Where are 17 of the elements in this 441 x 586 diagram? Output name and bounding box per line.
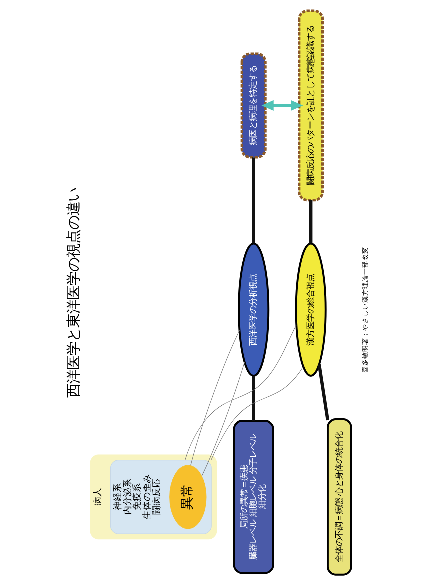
connector [308, 200, 312, 244]
node-box: 全体の不調＝病態 心と身体の統合化 [326, 418, 352, 576]
connector [201, 362, 245, 476]
connector [252, 376, 255, 421]
node-ellipse: 漢方医学の総合視点 [294, 242, 326, 377]
diagram-title: 西洋医学と東洋医学の視点の違い [66, 188, 82, 398]
node-ellipse: 西洋医学の分析視点 [238, 242, 270, 377]
arrow [261, 100, 303, 112]
node-box: 闘病反応のパターンを証として病態認識する [298, 10, 324, 202]
connector [184, 324, 296, 461]
node-box: 局所の異常＝疾患 臓器レベル 細胞レベル 分子レベル 細分化 [232, 420, 274, 574]
connector [190, 330, 240, 466]
node-box: 病因と病理を特定する [240, 52, 266, 159]
node-ellipse: 異常 [169, 465, 206, 530]
connector [252, 158, 255, 244]
connector [210, 366, 304, 461]
connector [317, 364, 330, 421]
